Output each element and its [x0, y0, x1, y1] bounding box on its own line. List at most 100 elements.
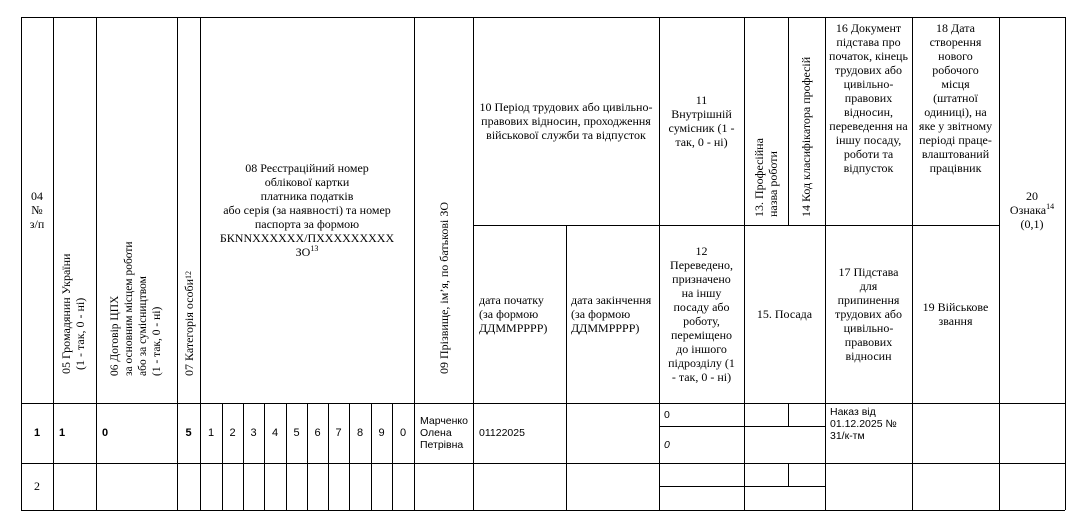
vline-6	[473, 17, 474, 510]
header-col08: 08 Реєстраційний номер облікової картки …	[200, 17, 414, 403]
row1-document-line2: 01.12.2025 №	[830, 418, 897, 430]
table-border-bottom	[21, 510, 1065, 511]
header-col14: 14 Код класифікатора професій	[788, 17, 825, 225]
row1-bottom	[21, 463, 1065, 464]
vline-1	[53, 17, 54, 510]
row1-name-first: Олена	[420, 427, 452, 439]
header-col08-line3: платника податків	[260, 189, 354, 203]
header-col11-title: 11 Внутрішній сумісник (1 - так, 0 - ні)	[668, 93, 735, 149]
row1-col11-split	[659, 426, 825, 427]
header-col08-line4: або серія (за наявності) та номер	[223, 203, 391, 217]
vline-14	[1065, 17, 1066, 510]
row1-digit-8-text: 8	[356, 427, 364, 439]
vline-10	[788, 17, 789, 225]
row1-num-text: 1	[33, 427, 41, 439]
col13-15-split	[744, 225, 826, 226]
row2-num-text: 2	[34, 479, 40, 493]
header-col06-values: (1 - так, 0 - ні)	[151, 306, 163, 376]
row1-document-line1: Наказ від	[830, 406, 876, 418]
row1-digit-7-text: 7	[335, 427, 342, 439]
table-header-bottom	[21, 403, 1065, 404]
vline-12	[912, 17, 913, 510]
row1-name-last: Марченко	[420, 415, 468, 427]
vline-11	[825, 17, 826, 510]
header-col20-label-text: Ознака	[1009, 203, 1047, 217]
digit-sep-8	[371, 403, 372, 510]
vline-5	[414, 17, 415, 510]
row1-digit-10: 0	[392, 403, 414, 463]
table-border-top	[21, 17, 1065, 18]
header-col05-values: (1 - так, 0 - ні)	[73, 297, 87, 370]
digit-sep-9	[392, 403, 393, 510]
header-col08-line5: паспорта за формою	[254, 217, 360, 231]
header-col06-line3: або за сумісництвом	[137, 276, 149, 376]
row1-digit-6: 6	[307, 403, 328, 463]
row1-digit-6-text: 6	[314, 427, 321, 439]
header-col16: 16 Документ підстава про початок, кінець…	[825, 17, 912, 225]
header-col20-label: Ознака14	[1009, 203, 1054, 218]
row2-col11-split-a	[659, 486, 825, 487]
vline-2	[96, 17, 97, 510]
vline-10-row2	[788, 463, 789, 486]
row1-end-date	[566, 403, 659, 463]
row1-category: 5	[177, 403, 200, 463]
header-col14-title: 14 Код класифікатора професій	[799, 56, 813, 217]
header-col04-sign: №	[31, 203, 43, 217]
header-col19: 19 Військове звання	[912, 225, 999, 403]
header-col05-title: 05 Громадянин України	[59, 253, 73, 374]
row1-digit-3: 3	[243, 403, 264, 463]
row1-name-middle: Петрівна	[420, 439, 464, 451]
row1-citizen: 1	[53, 403, 96, 463]
row1-start-date: 01122025	[473, 403, 566, 463]
header-col10-end-label: дата закінчення (за формою ДДММРРРР)	[571, 293, 652, 335]
row1-transferred-text: 0	[664, 438, 670, 451]
header-col10-title: 10 Період трудових або цивільно-правових…	[479, 100, 653, 142]
vline-3	[177, 17, 178, 510]
header-col10-start: дата початку (за формою ДДММРРРР)	[473, 225, 566, 403]
header-col12-title: 12 Переведено, призначено на іншу посаду…	[668, 244, 735, 384]
row1-digit-10-text: 0	[399, 427, 407, 439]
header-col08-line2: облікової картки	[264, 175, 350, 189]
header-col05: 05 Громадянин України (1 - так, 0 - ні)	[53, 17, 96, 403]
row1-digit-4: 4	[264, 403, 286, 463]
header-col08-sup: 13	[310, 244, 319, 253]
header-col16-title: 16 Документ підстава про початок, кінець…	[829, 21, 908, 175]
header-col15: 15. Посада	[744, 225, 825, 403]
row1-document-line3: 31/к-тм	[830, 430, 865, 442]
row1-digit-1: 1	[200, 403, 222, 463]
row1-contract-text: 0	[102, 427, 109, 439]
row1-name: Марченко Олена Петрівна	[414, 403, 473, 463]
digit-sep-1	[222, 403, 223, 510]
col11-12-split	[659, 225, 744, 226]
header-col13-title: 13. Професійна назва роботи	[752, 138, 780, 217]
row1-digit-5: 5	[286, 403, 307, 463]
row1-digit-5-text: 5	[293, 427, 300, 439]
row1-internal: 0	[659, 403, 744, 426]
header-col17-title: 17 Підстава для припинення трудових або …	[834, 265, 903, 363]
header-col08-line1: 08 Реєстраційний номер	[245, 161, 369, 175]
vline-8	[659, 17, 660, 510]
row1-digit-2: 2	[222, 403, 243, 463]
header-col20: 20 Ознака14 (0,1)	[999, 17, 1065, 403]
row1-digit-2-text: 2	[229, 427, 236, 439]
row1-citizen-text: 1	[59, 427, 66, 439]
header-col10-start-label: дата початку (за формою ДДММРРРР)	[479, 293, 548, 335]
row1-internal-text: 0	[664, 408, 670, 421]
row1-digit-1-text: 1	[207, 427, 215, 439]
header-col08-zo: ЗО	[295, 245, 311, 259]
vline-10-row1	[788, 403, 789, 426]
row1-num: 1	[21, 403, 53, 463]
header-col04: 04 № з/п	[21, 17, 53, 403]
row1-start-date-text: 01122025	[479, 427, 525, 439]
header-col06-line2: за основним місцем роботи	[123, 241, 135, 376]
digit-sep-5	[307, 403, 308, 510]
header-col06-title: 06 Договір ЦПХ	[109, 295, 121, 376]
row1-digit-9-text: 9	[378, 427, 385, 439]
header-col08-line7: ЗО13	[295, 244, 319, 260]
header-col18-title: 18 Дата створення нового робочого місця …	[918, 21, 993, 175]
row1-digit-9: 9	[371, 403, 392, 463]
vline-9	[744, 17, 745, 510]
col18-19-split	[912, 225, 1000, 226]
row1-digit-3-text: 3	[250, 427, 257, 439]
